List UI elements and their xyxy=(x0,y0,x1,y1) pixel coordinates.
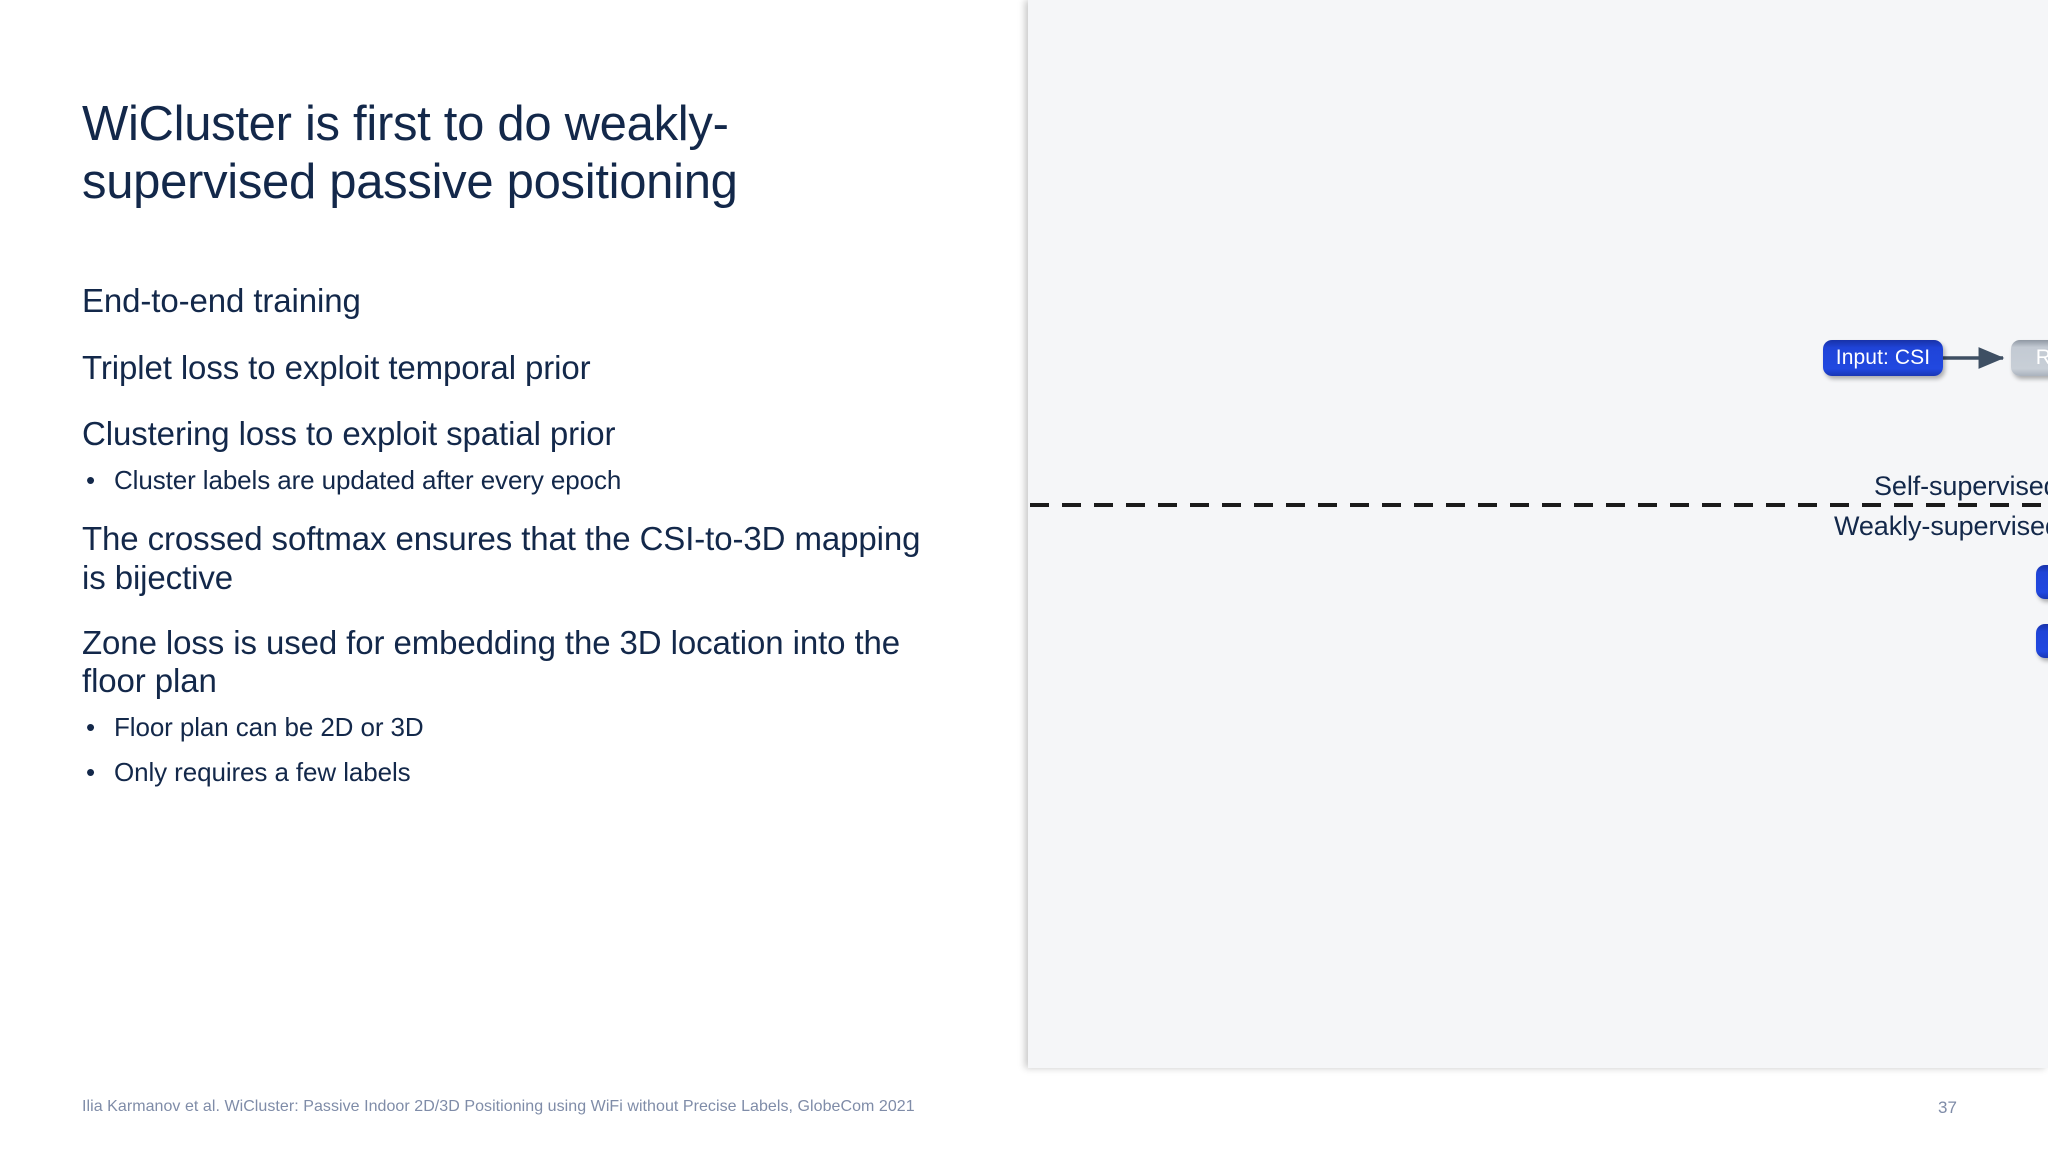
bullet-item-1: End-to-end training xyxy=(82,282,361,319)
bullet-item-4: • Cluster labels are updated after every… xyxy=(82,464,922,497)
node-zone-labels[interactable]: Zone labels xyxy=(2036,624,2048,658)
region-label-weakly-supervised: Weakly-supervised xyxy=(1834,511,2048,541)
architecture-diagram-panel: Latent labels 3D labels Input: CSI ResNe… xyxy=(1028,0,2048,1068)
node-resnet-label: ResNet xyxy=(2035,346,2048,369)
node-floor-plan[interactable]: Floor plan xyxy=(2036,565,2048,599)
bullet-item-8: • Only requires a few labels xyxy=(82,756,922,789)
bullet-item-5: The crossed softmax ensures that the CSI… xyxy=(82,520,921,596)
bullet-marker-icon: • xyxy=(86,711,96,742)
node-input-csi[interactable]: Input: CSI xyxy=(1823,340,1943,376)
node-resnet[interactable]: ResNet xyxy=(2011,340,2048,376)
slide-left-column: WiCluster is first to do weakly-supervis… xyxy=(82,97,922,802)
bullet-item-7: • Floor plan can be 2D or 3D xyxy=(82,711,922,744)
bullet-marker-icon: • xyxy=(86,757,96,788)
bullet-item-7-label: Floor plan can be 2D or 3D xyxy=(114,711,424,742)
bullet-item-6: Zone loss is used for embedding the 3D l… xyxy=(82,623,901,700)
architecture-diagram: Latent labels 3D labels Input: CSI ResNe… xyxy=(1028,0,2048,1068)
diagram-connectors xyxy=(1028,347,2048,507)
region-label-self-supervised: Self-supervised xyxy=(1874,471,2048,501)
bullet-list: End-to-end training Triplet loss to expl… xyxy=(82,282,922,802)
bullet-item-2: Triplet loss to exploit temporal prior xyxy=(82,348,591,386)
bullet-marker-icon: • xyxy=(86,464,96,495)
bullet-item-4-label: Cluster labels are updated after every e… xyxy=(114,464,622,495)
page-number: 37 xyxy=(1938,1098,1957,1117)
page-title: WiCluster is first to do weakly-supervis… xyxy=(82,97,738,209)
node-input-csi-label: Input: CSI xyxy=(1835,346,1931,369)
footer-citation: Ilia Karmanov et al. WiCluster: Passive … xyxy=(82,1098,915,1115)
bullet-item-8-label: Only requires a few labels xyxy=(114,757,411,788)
bullet-item-3: Clustering loss to exploit spatial prior xyxy=(82,415,616,453)
